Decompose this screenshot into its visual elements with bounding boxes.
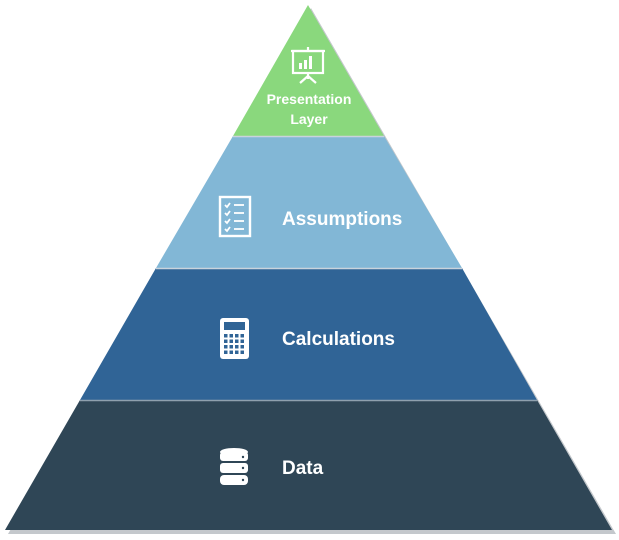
calculator-key — [229, 345, 233, 349]
calculator-key — [240, 350, 244, 354]
calculator-key — [235, 350, 239, 354]
calculator-key — [229, 334, 233, 338]
calculator-key — [224, 334, 228, 338]
calculator-key — [229, 339, 233, 343]
calculator-key — [224, 339, 228, 343]
checklist-icon — [218, 195, 252, 238]
calculator-key — [224, 345, 228, 349]
layer-data — [5, 400, 612, 530]
layer-calculations — [80, 268, 537, 400]
layer-presentation — [233, 5, 384, 136]
calculator-key — [240, 345, 244, 349]
layer-assumptions — [156, 136, 462, 268]
layer-data-label: Data — [282, 458, 324, 479]
calculator-key — [240, 339, 244, 343]
calculator-key — [224, 350, 228, 354]
layer-presentation-label-line1: Presentation — [267, 91, 352, 107]
layer-assumptions-label: Assumptions — [282, 209, 402, 230]
calculator-key — [235, 345, 239, 349]
calculator-key — [240, 334, 244, 338]
database-icon — [220, 448, 248, 485]
calculator-key — [235, 339, 239, 343]
layer-presentation-label-line2: Layer — [290, 111, 328, 127]
calculator-icon — [220, 318, 249, 359]
calculator-key — [235, 334, 239, 338]
calculator-key — [229, 350, 233, 354]
presentation-board-icon — [291, 47, 325, 84]
layer-calculations-label: Calculations — [282, 329, 395, 350]
